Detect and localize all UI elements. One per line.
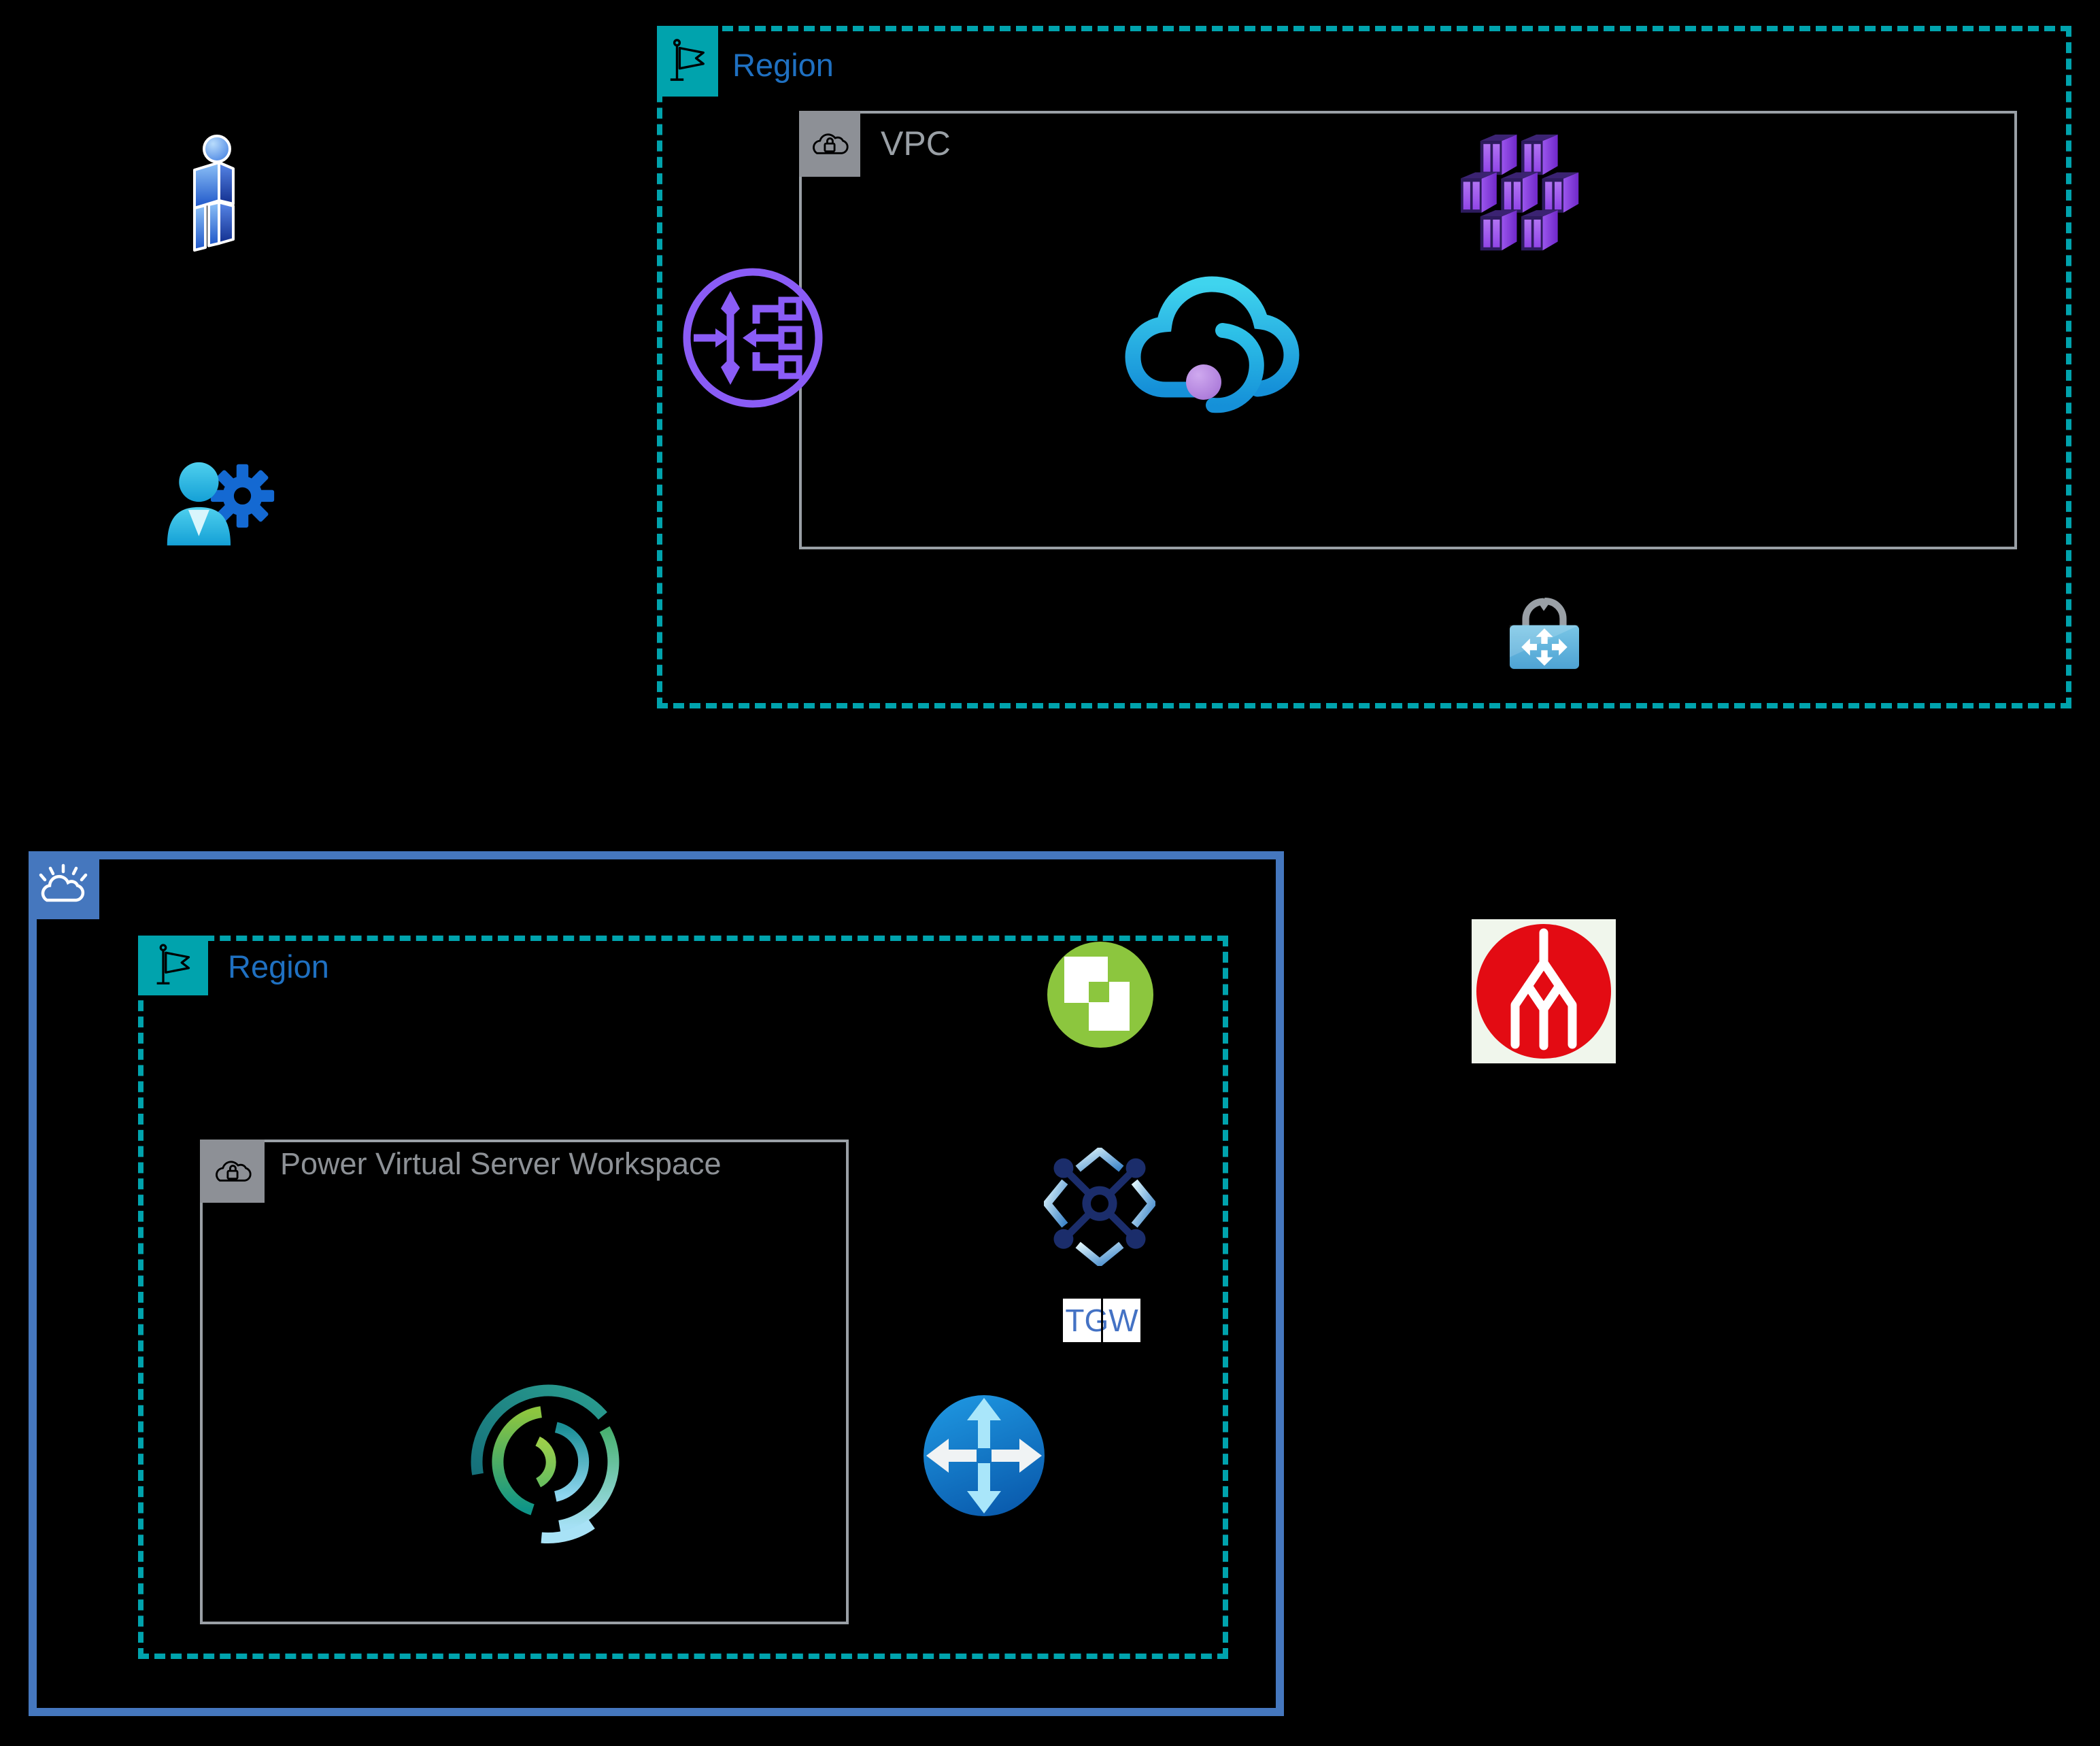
vpc-box bbox=[799, 111, 2017, 549]
powervs-workspace-label: Power Virtual Server Workspace bbox=[280, 1146, 722, 1181]
vpc-badge bbox=[799, 111, 860, 177]
router-icon bbox=[924, 1395, 1045, 1516]
gear-icon bbox=[210, 464, 275, 528]
load-balancer-icon bbox=[683, 268, 823, 408]
vpn-lock-icon bbox=[1509, 597, 1580, 669]
region-box-top bbox=[657, 26, 2071, 708]
cloud-lock-icon bbox=[215, 1160, 252, 1182]
tgw-label: TGW bbox=[1063, 1299, 1140, 1342]
cloud-lock-icon bbox=[813, 133, 849, 154]
flag-icon bbox=[156, 944, 190, 985]
megaport-logo-icon bbox=[1472, 919, 1616, 1063]
connector-line bbox=[1101, 1299, 1103, 1342]
region-badge-bottom bbox=[138, 936, 208, 995]
transit-gateway-icon bbox=[1044, 1148, 1155, 1266]
region-label-top: Region bbox=[732, 47, 834, 83]
powervs-workspace-badge bbox=[200, 1140, 265, 1203]
vmware-circle-icon bbox=[1047, 942, 1153, 1048]
container-cluster-icon bbox=[1461, 134, 1579, 251]
region-badge-top bbox=[657, 26, 718, 97]
ibm-cloud-box bbox=[29, 851, 1284, 1716]
ibm-cloud-icon bbox=[39, 863, 88, 902]
powervs-icon bbox=[471, 1384, 620, 1544]
region-label-bottom: Region bbox=[228, 948, 329, 985]
ibm-cloud-badge bbox=[29, 851, 99, 919]
powervs-workspace-box bbox=[200, 1140, 849, 1624]
region-box-bottom bbox=[138, 936, 1228, 1659]
person-3d-icon bbox=[193, 135, 235, 252]
vpc-label: VPC bbox=[881, 124, 951, 162]
cloud-service-icon bbox=[1125, 276, 1300, 413]
person-gear-icon bbox=[167, 462, 275, 546]
flag-icon bbox=[670, 39, 705, 81]
